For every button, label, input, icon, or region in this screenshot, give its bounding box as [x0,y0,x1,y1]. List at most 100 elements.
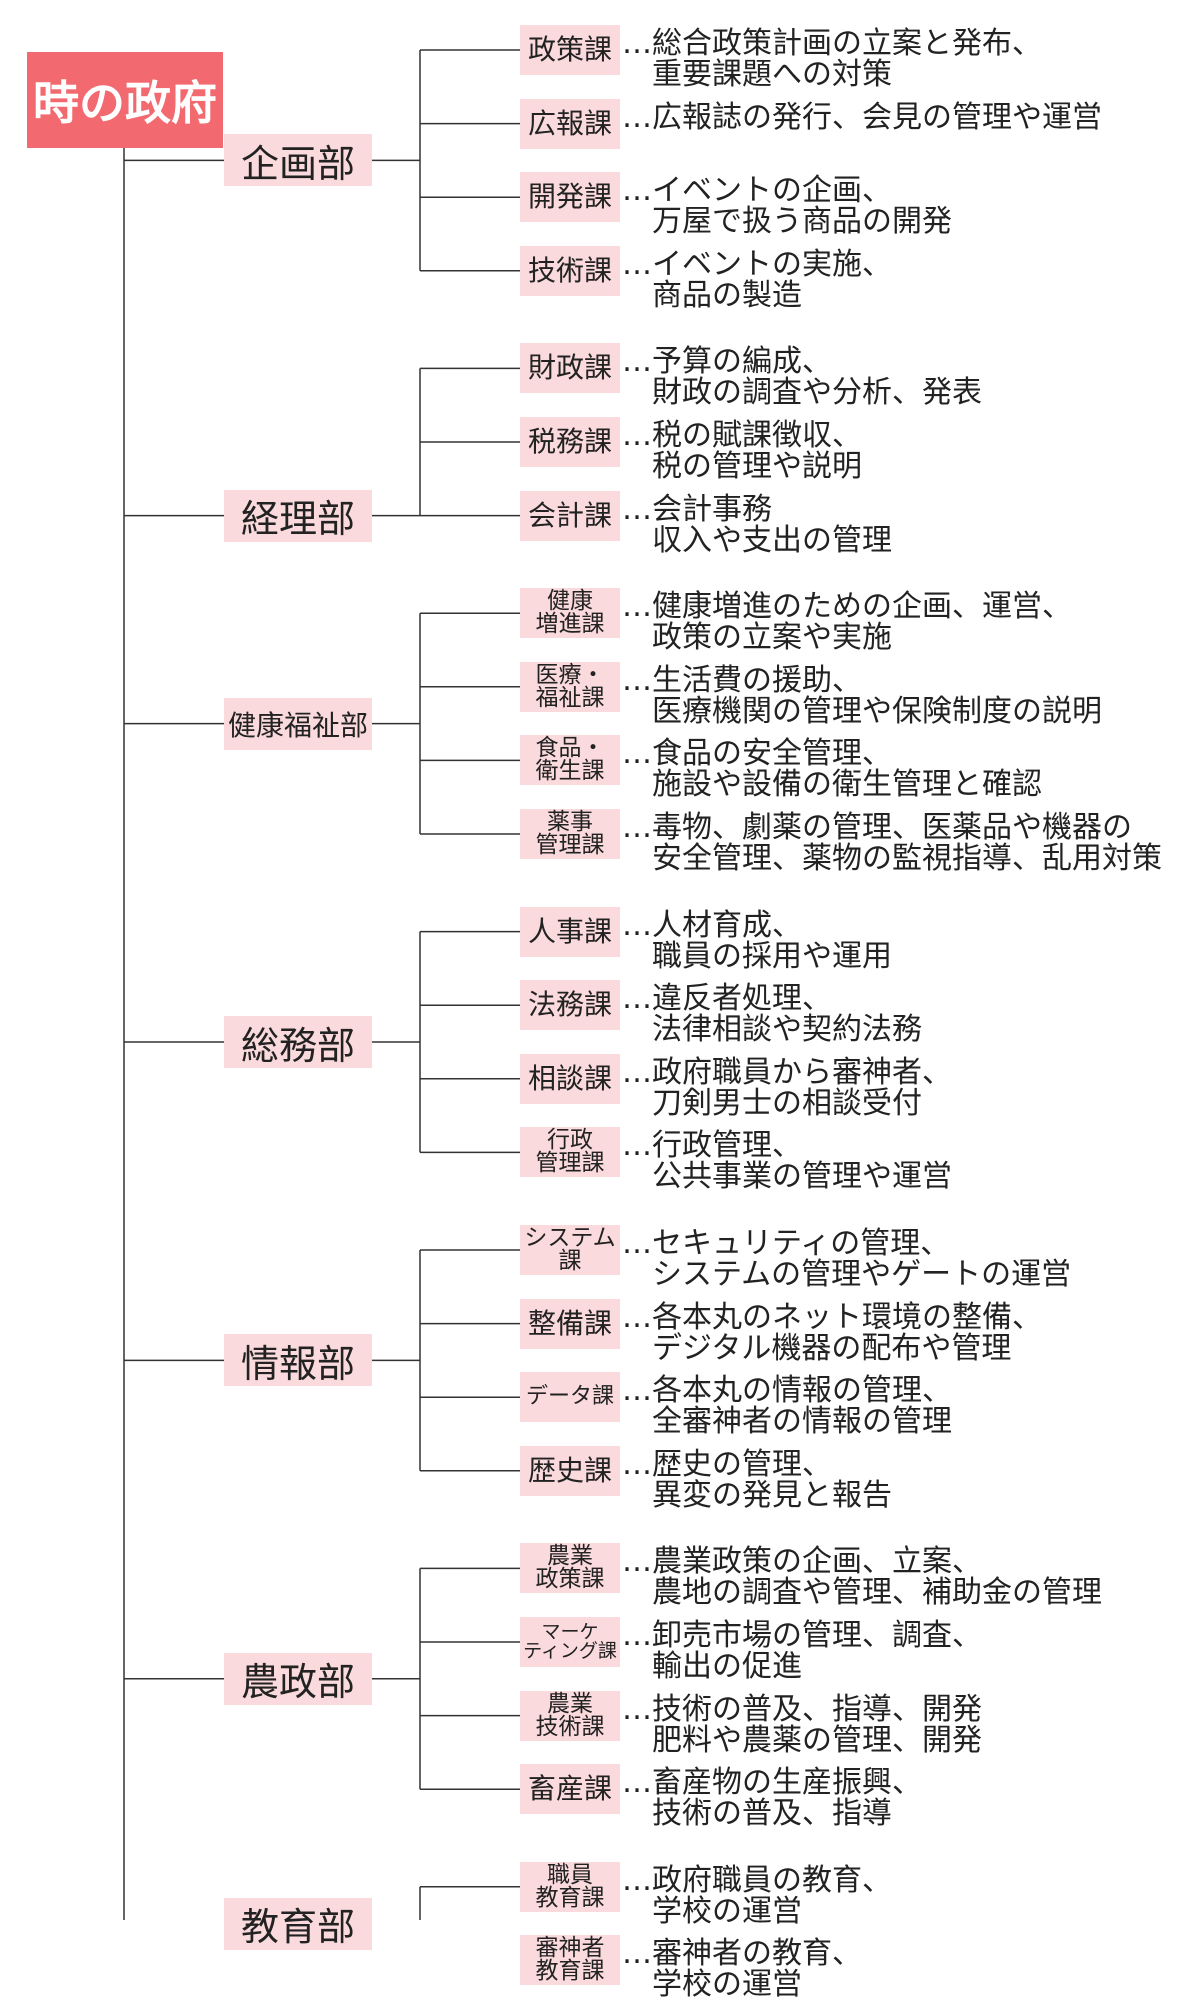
section-name: 法務課 [527,988,612,1022]
section-name: 歴史課 [527,1453,612,1487]
section-description: …各本丸の情報の管理、全審神者の情報の管理 [622,1375,952,1437]
section-description: …農業政策の企画、立案、農地の調査や管理、補助金の管理 [622,1546,1102,1608]
description-line: …健康増進のための企画、運営、 [622,589,1072,625]
description-line: 全審神者の情報の管理 [652,1404,952,1440]
description-line: 学校の運営 [652,1893,802,1929]
section-box: 審神者教育課 [520,1935,620,1986]
section-description: …生活費の援助、医療機関の管理や保険制度の説明 [622,665,1102,727]
section-name: マーケ [541,1621,599,1643]
section-description: …健康増進のための企画、運営、政策の立案や実施 [622,591,1072,653]
section-name: 医療・ [535,661,605,688]
section-box: 整備課 [520,1298,620,1349]
section-box: システム課 [520,1225,620,1275]
description-line: …毒物、劇薬の管理、医薬品や機器の [622,810,1132,845]
department-box: 農政部 [224,1652,372,1705]
section-name: 課 [558,1248,582,1274]
description-line: 収入や支出の管理 [652,522,892,558]
section-name: 農業 [547,1690,593,1717]
department-name: 情報部 [240,1341,355,1386]
section-description: …予算の編成、財政の調査や分析、発表 [622,346,982,408]
description-line: 重要課題への対策 [652,57,892,92]
description-line: 輸出の促進 [652,1649,802,1684]
description-line: …政府職員から審神者、 [622,1054,952,1090]
description-line: 刀剣男士の相談受付 [652,1085,922,1121]
section-box: 農業政策課 [520,1543,620,1594]
description-line: 商品の製造 [652,277,802,313]
section-name: データ課 [525,1384,614,1410]
description-line: 学校の運営 [652,1967,802,2002]
section-name: システム [524,1225,616,1251]
section-name: 開発課 [527,180,612,214]
description-line: …人材育成、 [622,907,802,943]
department-box: 総務部 [224,1016,372,1068]
description-line: 農地の調査や管理、補助金の管理 [652,1575,1102,1611]
description-line: …技術の普及、指導、開発 [622,1691,982,1727]
section-name: 政策課 [535,1566,605,1593]
description-line: …卸売市場の管理、調査、 [622,1618,982,1653]
description-line: 肥料や農薬の管理、開発 [652,1722,982,1758]
section-box: 健康増進課 [520,588,620,639]
section-description: …総合政策計画の立案と発布、重要課題への対策 [622,28,1042,90]
department-name: 企画部 [240,141,355,186]
section-description: …各本丸のネット環境の整備、デジタル機器の配布や管理 [622,1302,1042,1364]
section-name: 審神者 [535,1935,605,1962]
section-box: 広報課 [520,98,620,149]
description-line: 医療機関の管理や保険制度の説明 [652,693,1102,729]
description-line: …会計事務 [622,491,772,527]
department-name: 農政部 [240,1660,355,1705]
section-description: …セキュリティの管理、システムの管理やゲートの運営 [622,1228,1071,1290]
description-line: 財政の調査や分析、発表 [652,375,982,411]
section-name: 薬事 [547,809,593,835]
section-name: 会計課 [527,498,612,532]
description-line: …イベントの企画、 [622,173,892,209]
section-name: ティング課 [523,1640,617,1662]
section-name: 管理課 [535,1150,605,1177]
description-line: 施設や設備の衛生管理と確認 [652,767,1042,803]
description-line: …畜産物の生産振興、 [622,1765,922,1801]
section-description: …税の賦課徴収、税の管理や説明 [622,420,862,482]
department-name: 教育部 [240,1905,355,1950]
section-box: 開発課 [520,172,620,223]
section-name: 政策課 [527,33,612,66]
section-description: …人材育成、職員の採用や運用 [622,910,892,972]
description-line: 職員の採用や運用 [652,938,892,974]
section-name: 食品・ [535,735,605,762]
section-description: …違反者処理、法律相談や契約法務 [622,983,922,1045]
section-description: …政府職員の教育、学校の運営 [622,1865,892,1927]
description-line: 異変の発見と報告 [652,1477,892,1513]
section-box: 医療・福祉課 [520,661,620,712]
department-box: 教育部 [224,1897,372,1950]
section-description: …イベントの実施、商品の製造 [622,249,892,311]
section-name: 農業 [547,1543,593,1570]
section-name: 行政 [547,1127,593,1154]
section-description: …広報誌の発行、会見の管理や運営 [622,102,1102,133]
description-line: …違反者処理、 [622,981,832,1017]
section-box: 食品・衛生課 [520,735,620,786]
description-line: 税の管理や説明 [652,449,862,484]
section-name: 技術課 [527,253,612,287]
description-line: …生活費の援助、 [622,662,862,698]
description-line: …各本丸の情報の管理、 [622,1373,952,1409]
description-line: …イベントの実施、 [622,246,892,282]
description-line: …広報誌の発行、会見の管理や運営 [622,99,1102,135]
section-box: 税務課 [520,417,620,467]
section-name: 財政課 [527,351,612,385]
description-line: …各本丸のネット環境の整備、 [622,1299,1042,1335]
section-box: 畜産課 [520,1764,620,1815]
department-box: 経理部 [224,489,372,542]
department-name: 健康福祉部 [227,708,368,742]
connector-lines [123,49,520,1920]
section-name: 衛生課 [535,758,605,785]
section-box: 相談課 [520,1053,620,1104]
section-box: 農業技術課 [520,1690,620,1741]
section-name: 畜産課 [527,1772,612,1806]
section-name: 教育課 [535,1958,605,1985]
description-line: 法律相談や契約法務 [652,1012,922,1048]
section-box: 人事課 [520,906,620,957]
department-name: 総務部 [240,1023,355,1068]
section-description: …卸売市場の管理、調査、輸出の促進 [622,1620,982,1682]
section-name: 教育課 [535,1884,605,1911]
department-box: 情報部 [224,1334,372,1387]
section-name: 増進課 [535,611,605,638]
section-description: …技術の普及、指導、開発肥料や農薬の管理、開発 [622,1694,982,1756]
